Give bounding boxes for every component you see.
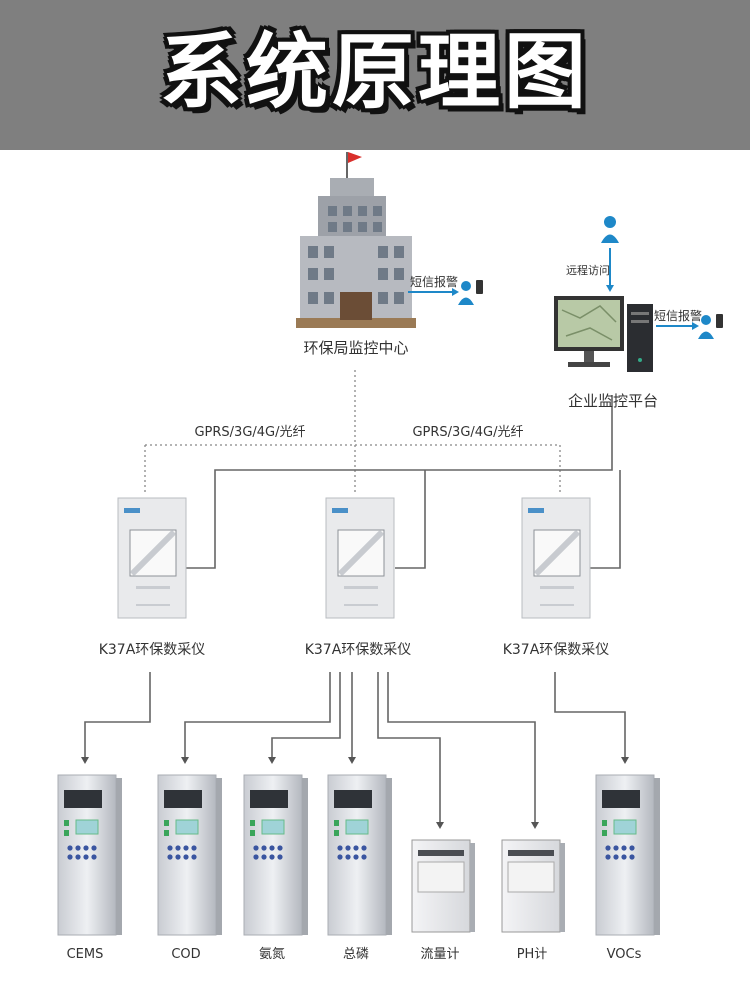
analyzer-cabinet-ammonia xyxy=(243,774,308,936)
remote-access-arrow xyxy=(606,248,614,292)
data-collector-device-mid xyxy=(325,497,395,619)
sms-alert-label-left: 短信报警 xyxy=(410,274,458,289)
solid-network-lines xyxy=(185,395,621,569)
sms-arrow-right xyxy=(656,322,699,330)
analyzer-cabinet-cod xyxy=(157,774,222,936)
instrument-label-cod: COD xyxy=(171,947,200,962)
flow-meter-box xyxy=(411,839,475,933)
collector-label-left: K37A环保数采仪 xyxy=(99,642,206,658)
computer-workstation-icon xyxy=(554,296,653,372)
network-link-label-left: GPRS/3G/4G/光纤 xyxy=(194,425,305,440)
instrument-lines xyxy=(84,672,626,822)
instrument-label-flow-meter: 流量计 xyxy=(420,947,459,962)
person-phone-icon-right xyxy=(698,314,723,339)
analyzer-cabinet-cems xyxy=(57,774,122,936)
sms-alert-label-right: 短信报警 xyxy=(654,308,702,323)
network-link-label-right: GPRS/3G/4G/光纤 xyxy=(412,425,523,440)
remote-user-icon xyxy=(601,216,619,243)
page-title: 系统原理图 xyxy=(159,25,590,120)
analyzer-cabinet-vocs xyxy=(595,774,660,936)
data-collector-device-left xyxy=(117,497,187,619)
instrument-label-total-phosphorus: 总磷 xyxy=(343,947,369,962)
collector-label-mid: K37A环保数采仪 xyxy=(305,642,412,658)
instrument-label-ph-meter: PH计 xyxy=(517,947,548,962)
ph-meter-box xyxy=(501,839,565,933)
epb-label: 环保局监控中心 xyxy=(303,339,408,357)
arrowheads xyxy=(81,757,629,829)
title-banner: 系统原理图 xyxy=(0,0,750,150)
instrument-label-ammonia: 氨氮 xyxy=(259,947,285,962)
data-collector-device-right xyxy=(521,497,591,619)
epb-building-icon xyxy=(296,152,416,328)
instrument-label-cems: CEMS xyxy=(67,947,104,962)
collector-label-right: K37A环保数采仪 xyxy=(503,642,610,658)
analyzer-cabinet-total-phosphorus xyxy=(327,774,392,936)
instrument-label-vocs: VOCs xyxy=(607,947,642,962)
person-phone-icon-left xyxy=(458,280,483,305)
sms-arrow-left xyxy=(408,288,459,296)
system-diagram: 环保局监控中心 短信报警 远程访问 企业监控平台 短信报警 xyxy=(57,152,723,962)
enterprise-platform-label: 企业监控平台 xyxy=(568,392,658,410)
remote-access-label: 远程访问 xyxy=(566,264,610,277)
